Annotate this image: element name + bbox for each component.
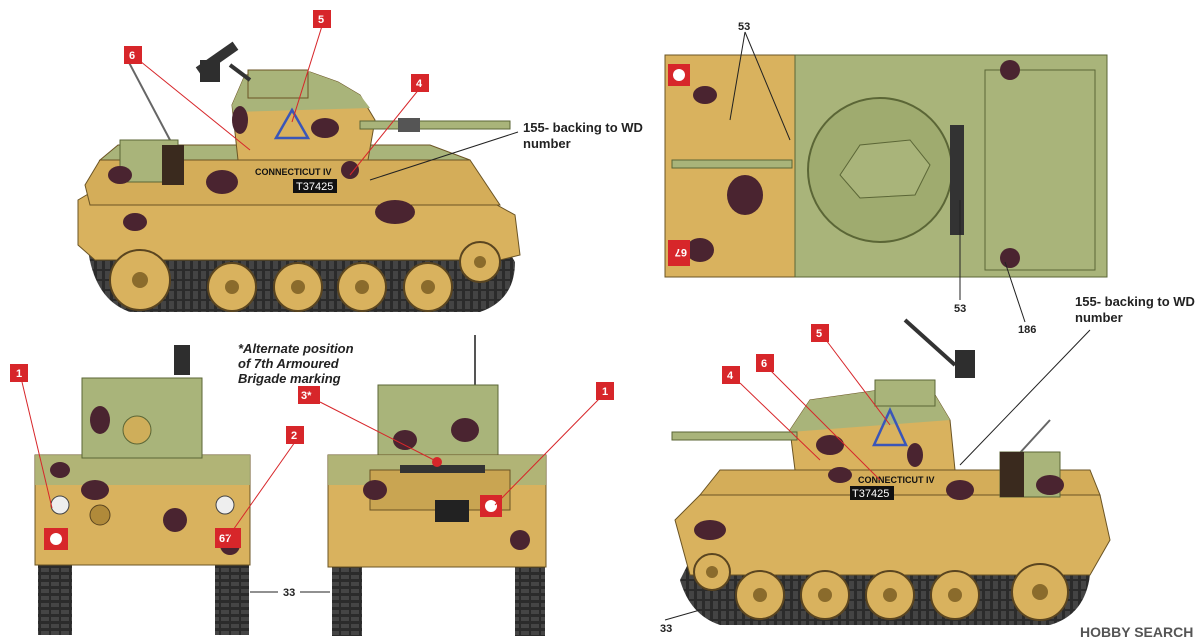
ref-53-bottom: 53 bbox=[954, 303, 966, 315]
ref-33-front: 33 bbox=[283, 587, 295, 599]
side-callouts: 6 5 4 155- backing to WD number bbox=[124, 10, 643, 181]
left-side-view: CONNECTICUT IV T37425 bbox=[77, 41, 521, 312]
hull-right bbox=[674, 494, 1111, 576]
alternate-note-line2: of 7th Armoured bbox=[238, 356, 340, 371]
rear-view: 1 3* bbox=[298, 335, 614, 636]
cupola bbox=[247, 69, 309, 99]
watermark: HOBBY SEARCH bbox=[1080, 624, 1193, 640]
blue-triangle-icon bbox=[273, 107, 311, 140]
badge-5-right: 5 bbox=[816, 328, 822, 340]
top-plate-number: 67 bbox=[675, 246, 687, 258]
top-view: 67 53 53 186 bbox=[664, 21, 1108, 336]
alternate-note-line3: Brigade marking bbox=[238, 371, 341, 386]
machine-gun-right bbox=[903, 318, 975, 378]
badge-1-front: 1 bbox=[16, 368, 22, 380]
badge-2: 2 bbox=[291, 430, 297, 442]
backing-note-line2: number bbox=[523, 136, 571, 151]
badge-1-rear: 1 bbox=[602, 386, 608, 398]
right-side-view: CONNECTICUT IV T37425 4 6 5 155- backing… bbox=[660, 294, 1195, 635]
antenna bbox=[124, 54, 171, 141]
serial-right: T37425 bbox=[852, 488, 889, 500]
badge-5: 5 bbox=[318, 14, 324, 26]
badge-6: 6 bbox=[129, 50, 135, 62]
tank-name-right: CONNECTICUT IV bbox=[858, 475, 935, 485]
top-blotches bbox=[686, 60, 1020, 268]
rear-turret bbox=[377, 384, 499, 461]
badge-4: 4 bbox=[416, 78, 423, 90]
backing-note-line1: 155- backing to WD bbox=[523, 120, 643, 135]
serial-label: T37425 bbox=[296, 181, 333, 193]
front-view: 67 1 2 33 bbox=[10, 345, 304, 635]
blue-triangle-right bbox=[872, 406, 908, 447]
backing-note-right-line2: number bbox=[1075, 310, 1123, 325]
main-gun bbox=[359, 120, 511, 130]
main-gun-right bbox=[671, 431, 798, 441]
jerboa-insignia-icon bbox=[673, 69, 685, 81]
ref-53-top: 53 bbox=[738, 21, 750, 33]
backing-note-right-line1: 155- backing to WD bbox=[1075, 294, 1195, 309]
camouflage-blotches bbox=[108, 106, 415, 231]
alternate-note-line1: *Alternate position bbox=[238, 341, 354, 356]
badge-4-right: 4 bbox=[727, 370, 734, 382]
front-plate-number: 67 bbox=[219, 533, 231, 545]
machine-gun-icon bbox=[195, 41, 252, 82]
tank-name-label: CONNECTICUT IV bbox=[255, 167, 332, 177]
ref-186: 186 bbox=[1018, 324, 1036, 336]
badge-6-right: 6 bbox=[761, 358, 767, 370]
badge-3-star: 3* bbox=[301, 390, 312, 402]
main-gun-top bbox=[671, 159, 793, 169]
ref-33-right: 33 bbox=[660, 623, 672, 635]
